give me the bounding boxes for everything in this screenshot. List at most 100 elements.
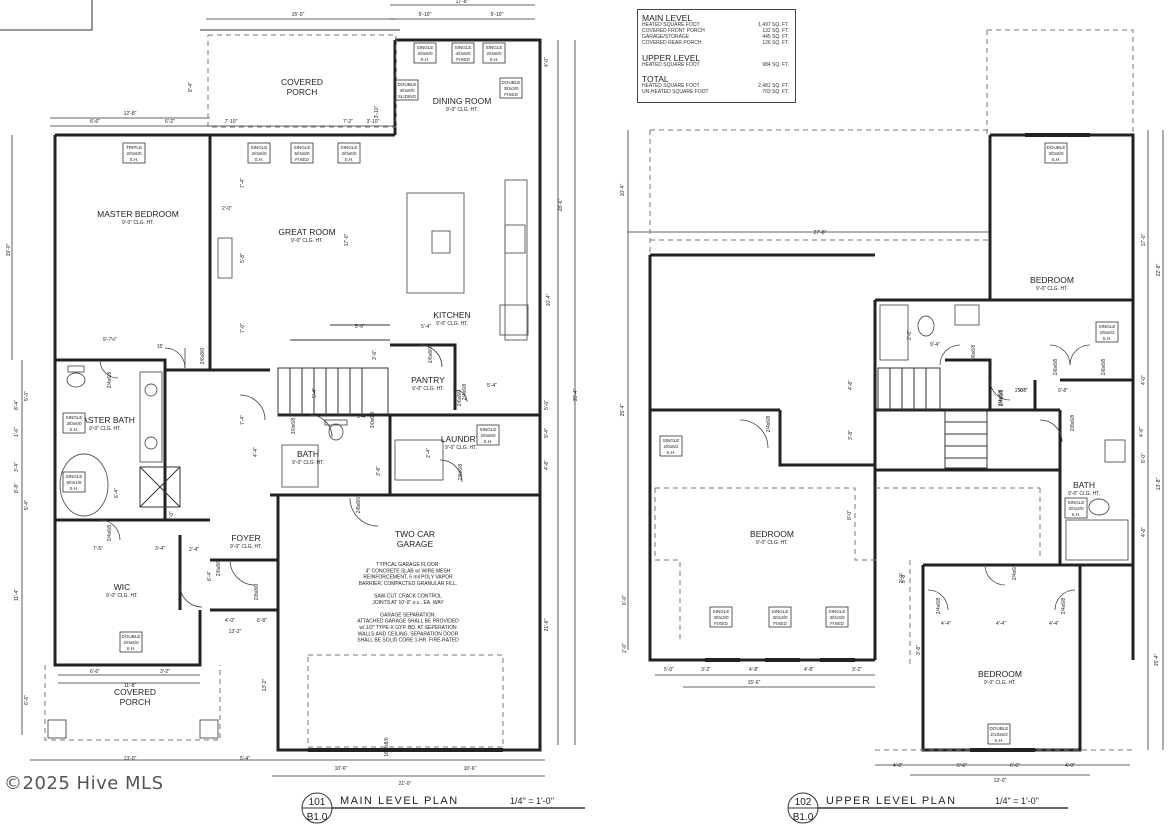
upper-dimension-labels: 27'-8"5'-0"3'-2"4'-8"4'-8"3'-2"15'-6"4'-… bbox=[620, 183, 1162, 784]
window-tag-text: FIXED bbox=[773, 621, 787, 626]
dimension-label: 4'-8" bbox=[848, 380, 854, 390]
window-tag-text: S.H. bbox=[995, 738, 1004, 743]
window-tag-text: 2/0x6/0 bbox=[480, 433, 496, 438]
window-tag-text: SINGLE bbox=[66, 415, 83, 420]
window-tag-text: SINGLE bbox=[772, 609, 789, 614]
upper-plan-scale: 1/4" = 1'-0" bbox=[995, 796, 1039, 806]
garage-note-line: SHALL BE SOLID CORE 1-HR. FIRE-RATED bbox=[357, 638, 459, 644]
dimension-label: 35'-4" bbox=[573, 388, 579, 401]
dimension-label: 10'-4" bbox=[620, 183, 626, 196]
upper-level-plan bbox=[627, 29, 1164, 776]
dimension-label: 3'-8" bbox=[848, 430, 854, 440]
dimension-label: 4'-8" bbox=[1141, 527, 1147, 537]
window-tag-text: DOUBLE bbox=[990, 726, 1009, 731]
door-tag: 2/6x8/0 bbox=[457, 390, 463, 407]
door-tag: 2/8x8/0 bbox=[356, 497, 362, 514]
garage-note-line: ATTACHED GARAGE SHALL BE PROVIDED bbox=[357, 619, 459, 625]
room-laundry: LAUNDRY bbox=[441, 434, 482, 444]
garage-note-line: WALLS AND CEILING. SEPARATION DOOR bbox=[358, 631, 459, 637]
window-tag-text: DOUBLE bbox=[398, 82, 417, 87]
room-master-bath: MASTER BATH bbox=[75, 415, 135, 425]
dimension-label: 15'-0" bbox=[292, 12, 305, 18]
window-tag-text: S.H. bbox=[345, 157, 354, 162]
window-tag-text: SINGLE bbox=[713, 609, 730, 614]
dimension-label: 2'-0" bbox=[222, 206, 232, 212]
window-tag-text: S.H. bbox=[1052, 157, 1061, 162]
dimension-label: 4'-6" bbox=[1139, 427, 1145, 437]
dimension-label: 4'-0" bbox=[1141, 375, 1147, 385]
main-dimension-labels: 15'-0"17'-8"5'-10"5'-10"12'-8"6'-6"6'-2"… bbox=[6, 0, 579, 787]
dimension-label: 13'-2" bbox=[262, 678, 268, 691]
dimension-label: 2'-0" bbox=[907, 330, 913, 340]
room-wic: WIC bbox=[114, 582, 131, 592]
svg-text:9'-0" CLG. HT.: 9'-0" CLG. HT. bbox=[292, 460, 324, 466]
dimension-label: 11'-4" bbox=[14, 589, 20, 602]
dimension-label: 4'-0" bbox=[893, 763, 903, 769]
dimension-label: 5'-0" bbox=[24, 391, 30, 401]
dimension-label: 1'-6" bbox=[14, 427, 20, 437]
window-tag-text: 3/0x6/0 bbox=[66, 421, 82, 426]
garage-note-line: REINFORCEMENT, 6 mil POLY VAPOR bbox=[363, 575, 453, 581]
dimension-label: 8'-4" bbox=[14, 400, 20, 410]
window-tag-text: 3/0x3/0 bbox=[772, 615, 788, 620]
window-tag-text: S.H. bbox=[255, 157, 264, 162]
dimension-label: 13'-8" bbox=[1156, 477, 1162, 490]
dimension-label: 5'-4" bbox=[421, 324, 431, 330]
room-master-bedroom: MASTER BEDROOM bbox=[97, 209, 179, 219]
dimension-label: 7'-0" bbox=[240, 323, 246, 333]
window-tag-text: 2/0x6/0 bbox=[417, 51, 433, 56]
window-tag-text: SINGLE bbox=[829, 609, 846, 614]
dimension-label: 3'-8" bbox=[916, 645, 922, 655]
dimension-label: 3'-2" bbox=[852, 667, 862, 673]
dimension-label: 5'-10" bbox=[491, 12, 504, 18]
garage-note-line: w/ 1/2" TYPE-X GYP. BD. AT SEPERATION bbox=[359, 625, 457, 631]
legend-main-level: MAIN LEVEL bbox=[642, 13, 693, 23]
svg-text:9'-0" CLG. HT.: 9'-0" CLG. HT. bbox=[984, 680, 1016, 686]
dimension-label: 8'-4" bbox=[188, 82, 194, 92]
dimension-label: 4'-4" bbox=[253, 447, 259, 457]
dimension-label: 7'-4" bbox=[240, 415, 246, 425]
dimension-label: 3'-4" bbox=[155, 546, 165, 552]
legend-row-label: COVERED FRONT PORCH bbox=[642, 28, 705, 34]
legend-row-label: GARAGE/STORAGE bbox=[642, 34, 690, 40]
window-tag-text: SLIDING bbox=[398, 94, 417, 99]
window-tag-text: DOUBLE bbox=[502, 80, 521, 85]
room-dining: DINING ROOM bbox=[433, 96, 492, 106]
room-bedroom-s: BEDROOM bbox=[978, 669, 1022, 679]
window-tag-text: SINGLE bbox=[294, 145, 311, 150]
dimension-label: 4'-0" bbox=[1065, 763, 1075, 769]
window-tag-text: S.H. bbox=[484, 439, 493, 444]
room-foyer: FOYER bbox=[231, 533, 260, 543]
garage-notes: TYPICAL GARAGE FLOOR:4" CONCRETE SLAB w/… bbox=[357, 562, 459, 644]
dimension-label: 8'-0" bbox=[847, 510, 853, 520]
svg-text:9'-0" CLG. HT.: 9'-0" CLG. HT. bbox=[446, 107, 478, 113]
door-tag: 2/4x6/8 bbox=[999, 390, 1005, 407]
dimension-label: 8'-0" bbox=[1141, 453, 1147, 463]
upper-window-tags: DOUBLE3/0x6/0S.H.SINGLE2/6x5/2S.H.SINGLE… bbox=[659, 142, 1119, 745]
garage-note-line bbox=[407, 606, 408, 612]
dimension-label: 3'-8" bbox=[376, 466, 382, 476]
dimension-label: 7'-10" bbox=[225, 119, 238, 125]
window-tag-text: 5/0x6/0 bbox=[294, 151, 310, 156]
dimension-label: 6'-6" bbox=[957, 763, 967, 769]
door-tag: 2/4x6/8 bbox=[107, 525, 113, 542]
dimension-label: 15'-6" bbox=[748, 680, 761, 686]
window-tag-text: S.H. bbox=[1072, 512, 1081, 517]
dimension-label: 9'-4" bbox=[930, 342, 940, 348]
dimension-label: 4'-4" bbox=[1049, 621, 1059, 627]
window-tag-text: S.H. bbox=[1103, 336, 1112, 341]
dimension-label: 9'-7½" bbox=[103, 336, 117, 343]
window-tag-text: SINGLE bbox=[1068, 500, 1085, 505]
dimension-label: 10'-4" bbox=[546, 293, 552, 306]
window-tag-text: 3/0x3/0 bbox=[713, 615, 729, 620]
legend-row-value: 984 SQ. FT. bbox=[762, 62, 789, 68]
